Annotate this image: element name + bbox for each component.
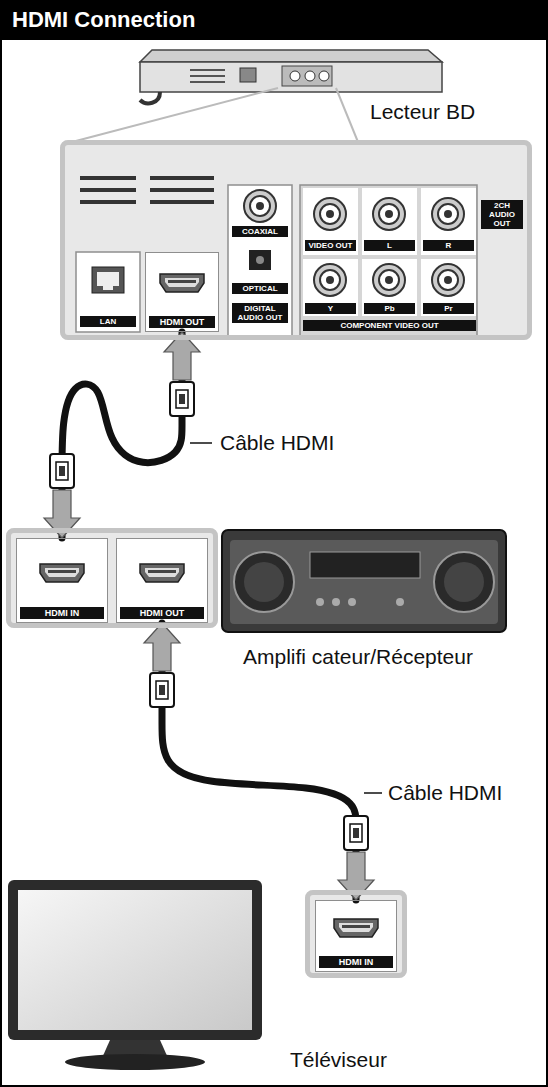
device-panel: Lecteur BDHDMI OUT	[60, 140, 532, 340]
port-name: HDMI IN	[319, 956, 393, 968]
port-label: Pb	[364, 303, 415, 314]
hdmi-port: HDMI IN	[16, 538, 108, 623]
amplifier	[222, 530, 506, 632]
hdmi-port: HDMI OUT	[116, 538, 208, 623]
port-label: DIGITAL AUDIO OUT	[232, 303, 288, 323]
leader-line	[364, 792, 382, 794]
port-label: LAN	[80, 316, 136, 327]
hdmi-cable	[62, 332, 182, 538]
port-name: HDMI OUT	[120, 607, 204, 619]
cable-label: Câble HDMI	[386, 781, 504, 805]
port-label: OPTICAL	[232, 283, 288, 294]
device-name: Lecteur BD	[370, 100, 475, 124]
port-label: L	[364, 240, 415, 251]
amplifier-panel	[6, 528, 218, 628]
device-name: Téléviseur	[290, 1048, 387, 1072]
bd-back-panel	[60, 140, 532, 340]
leader-line	[190, 442, 212, 444]
port-label: 2CH AUDIO OUT	[481, 200, 523, 229]
device-panel: Amplifi cateur/RécepteurHDMI INHDMI OUT	[6, 528, 218, 628]
hdmi-port: HDMI OUT	[145, 252, 219, 332]
port-name: HDMI OUT	[149, 316, 215, 328]
television	[8, 880, 262, 1070]
port-name: HDMI IN	[20, 607, 104, 619]
title-text: HDMI Connection	[12, 8, 195, 32]
bd-player	[72, 50, 442, 142]
hdmi-plug	[150, 673, 174, 707]
title-bar: HDMI Connection	[0, 0, 548, 40]
hdmi-plug	[344, 816, 368, 850]
hdmi-plug	[170, 382, 194, 416]
port-label: COMPONENT VIDEO OUT	[303, 320, 476, 331]
cable-label: Câble HDMI	[218, 431, 336, 455]
port-label: R	[423, 240, 474, 251]
hdmi-plug	[50, 454, 74, 488]
port-label: VIDEO OUT	[305, 240, 356, 251]
device-panel: TéléviseurHDMI IN	[305, 890, 407, 978]
hdmi-port: HDMI IN	[315, 900, 397, 972]
port-label: COAXIAL	[232, 226, 288, 237]
device-name: Amplifi cateur/Récepteur	[243, 645, 473, 669]
port-label: Y	[305, 303, 356, 314]
port-label: Pr	[423, 303, 474, 314]
